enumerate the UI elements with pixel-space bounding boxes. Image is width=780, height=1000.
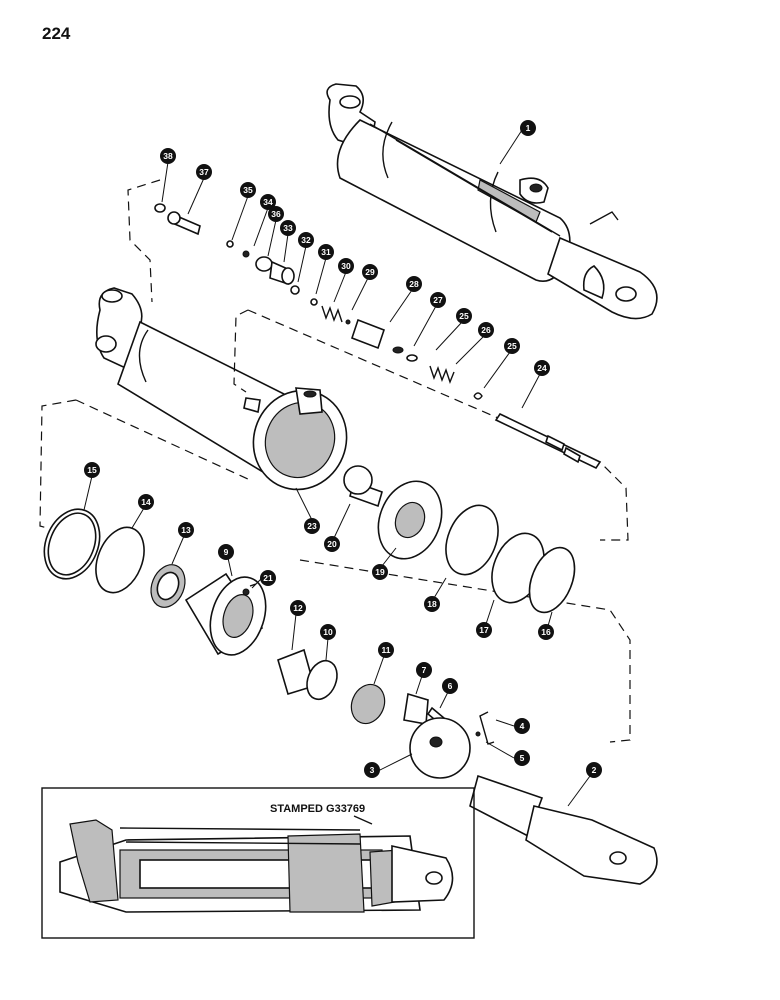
svg-text:29: 29 [365,267,375,277]
svg-text:12: 12 [293,603,303,613]
svg-text:11: 11 [382,645,391,655]
svg-text:33: 33 [283,223,293,233]
assembled-cylinder [326,83,658,320]
svg-text:32: 32 [301,235,311,245]
svg-text:34: 34 [263,197,273,207]
svg-text:19: 19 [375,567,385,577]
callout-14: 14 [131,494,154,529]
svg-text:36: 36 [271,209,281,219]
svg-text:1: 1 [526,123,531,133]
svg-text:28: 28 [409,279,419,289]
callout-4: 4 [495,718,530,734]
callout-20: 20 [324,503,351,552]
svg-text:16: 16 [541,627,551,637]
piston-assembly-parts [43,465,658,885]
svg-text:6: 6 [448,681,453,691]
callout-37: 37 [187,164,212,215]
svg-text:27: 27 [433,295,443,305]
callout-27: 27 [413,292,446,347]
callout-38: 38 [160,148,176,203]
svg-text:24: 24 [537,363,547,373]
callout-13: 13 [171,522,194,565]
callout-23: 23 [295,487,320,534]
callout-24: 24 [521,360,550,409]
valve-parts [154,203,602,470]
cylinder-barrel [95,287,348,491]
callout-18: 18 [424,577,447,612]
callout-31: 31 [315,244,334,295]
svg-text:17: 17 [479,625,489,635]
svg-text:38: 38 [163,151,173,161]
svg-text:23: 23 [307,521,317,531]
callout-11: 11 [373,642,394,685]
svg-text:25: 25 [459,311,469,321]
svg-text:21: 21 [263,573,273,583]
callout-25a: 25 [435,308,472,351]
callouts: 1 2 3 4 5 6 7 9 10 11 12 13 14 15 16 17 … [83,120,602,807]
svg-text:25: 25 [507,341,517,351]
svg-text:37: 37 [199,167,209,177]
callout-21: 21 [251,570,276,589]
svg-text:14: 14 [141,497,151,507]
svg-text:18: 18 [427,599,437,609]
svg-text:35: 35 [243,185,253,195]
callout-30: 30 [333,258,354,303]
callout-17: 17 [476,599,495,638]
page-number: 224 [42,24,71,43]
svg-text:13: 13 [181,525,191,535]
callout-25b: 25 [483,338,520,389]
callout-12: 12 [290,600,306,651]
svg-text:5: 5 [520,753,525,763]
svg-text:30: 30 [341,261,351,271]
callout-33: 33 [280,220,296,263]
callout-1: 1 [499,120,536,165]
callout-7: 7 [415,662,432,695]
svg-text:15: 15 [87,465,97,475]
svg-text:2: 2 [592,765,597,775]
callout-19: 19 [372,547,397,580]
svg-text:31: 31 [321,247,331,257]
callout-5: 5 [485,741,530,766]
svg-text:7: 7 [422,665,427,675]
callout-10: 10 [320,624,336,661]
svg-text:26: 26 [481,325,491,335]
callout-3: 3 [364,753,413,778]
callout-34: 34 [253,194,276,247]
callout-36: 36 [267,206,284,257]
callout-26: 26 [455,322,494,365]
callout-29: 29 [351,264,378,311]
callout-9: 9 [218,544,234,577]
svg-text:20: 20 [327,539,337,549]
callout-28: 28 [389,276,422,323]
svg-text:3: 3 [370,765,375,775]
callout-35: 35 [231,182,256,241]
stamp-label: STAMPED G33769 [270,803,365,815]
callout-32: 32 [297,232,314,283]
svg-text:10: 10 [323,627,333,637]
callout-15: 15 [83,462,100,511]
svg-text:4: 4 [520,721,525,731]
callout-6: 6 [439,678,458,709]
cutaway-inset: STAMPED G33769 [41,787,475,939]
callout-16: 16 [538,611,554,640]
svg-text:9: 9 [224,547,229,557]
callout-2: 2 [567,762,602,807]
assembly-group-lines [39,179,631,743]
